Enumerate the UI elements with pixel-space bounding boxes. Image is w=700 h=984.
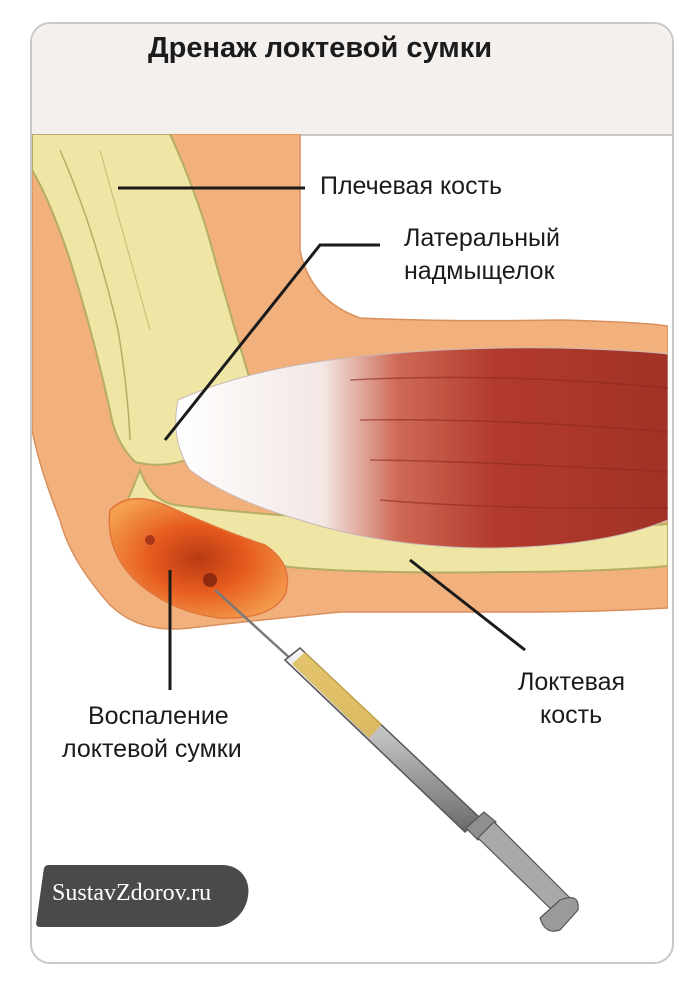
title-bar bbox=[32, 24, 672, 136]
humerus-label: Плечевая кость bbox=[320, 172, 503, 200]
syringe bbox=[214, 589, 579, 932]
diagram-title: Дренаж локтевой сумки bbox=[147, 32, 493, 64]
forearm-muscle bbox=[175, 347, 668, 549]
ulna-leader bbox=[409, 558, 526, 652]
lateral-epicondyle-leader bbox=[163, 243, 380, 441]
watermark-text: SustavZdorov.ru bbox=[52, 880, 212, 906]
lateral-epicondyle-label-line2: надмыщелок bbox=[404, 257, 555, 285]
bursitis-label-line1: Воспаление bbox=[88, 702, 229, 730]
ulna-label-line1: Локтевая bbox=[518, 668, 626, 696]
inflamed-bursa bbox=[108, 497, 289, 619]
lateral-epicondyle-label-line1: Латеральный bbox=[404, 224, 560, 252]
leader-lines bbox=[118, 186, 526, 690]
ulna-label-line2: кость bbox=[540, 701, 603, 729]
bursitis-label-line2: локтевой сумки bbox=[62, 735, 242, 763]
